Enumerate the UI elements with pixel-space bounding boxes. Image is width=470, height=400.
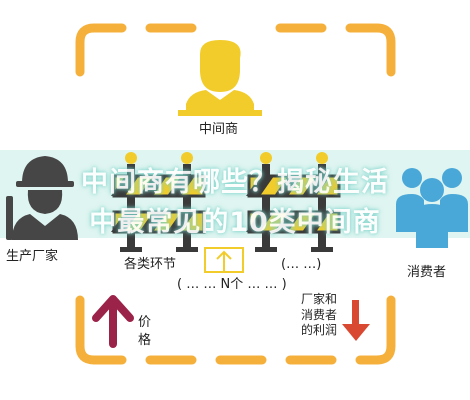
profit-label-line: 的利润: [301, 323, 338, 338]
profit-label: 厂家和 消费者 的利润: [301, 292, 337, 339]
n-stages-label: ( … … N个 … … ): [177, 277, 287, 292]
ellipsis-label: (… …): [281, 257, 322, 272]
banner-title-line-2: 中最常见的10类中间商: [89, 207, 381, 238]
banner-band: [0, 150, 470, 238]
banner-title-line-1: 中间商有哪些？揭秘生活: [81, 167, 389, 198]
dashed-frame: [75, 23, 396, 365]
barrier-icon: [246, 152, 341, 252]
middleman-label: 中间商: [199, 122, 239, 137]
profit-label-line: 厂家和: [301, 292, 338, 306]
profit-label-line: 消费者: [301, 307, 338, 322]
small-up-arrow-icon: [204, 247, 244, 273]
producer-label: 生产厂家: [6, 249, 59, 264]
profit-down-arrow-icon: [342, 300, 370, 341]
barrier-icon: [111, 152, 206, 252]
worker-icon: [6, 156, 78, 240]
consumer-label: 消费者: [407, 265, 447, 280]
stages-label: 各类环节: [124, 257, 177, 272]
middleman-person-icon: [178, 40, 262, 116]
consumers-group-icon: [396, 168, 468, 248]
price-label: 价格: [138, 314, 152, 349]
price-up-arrow-icon: [92, 295, 134, 348]
price-label-text: 价格: [138, 315, 152, 348]
